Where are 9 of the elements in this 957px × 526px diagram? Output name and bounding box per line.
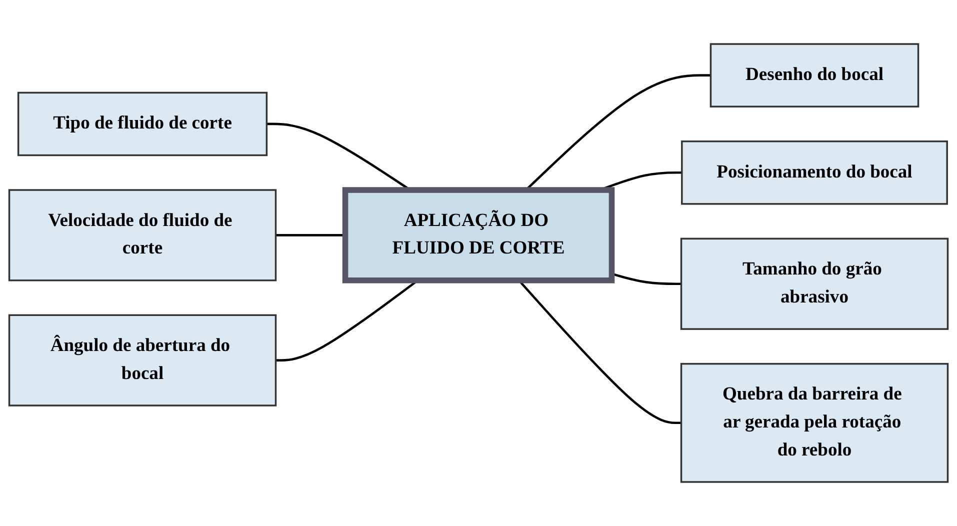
node-box: Posicionamento do bocal	[681, 140, 948, 205]
node-box: Velocidade do fluido de corte	[8, 189, 277, 282]
node-box: Desenho do bocal	[710, 43, 920, 108]
node-box: Quebra da barreira de ar gerada pela rotação do rebolo	[680, 362, 949, 483]
connector	[276, 234, 346, 236]
node-box: Ângulo de abertura do bocal	[8, 314, 277, 406]
node-box: Tamanho do grão abrasivo	[680, 238, 949, 330]
node-box: APLICAÇÃO DO FLUIDO DE CORTE	[342, 187, 615, 284]
node-box: Tipo de fluido de corte	[17, 92, 268, 156]
